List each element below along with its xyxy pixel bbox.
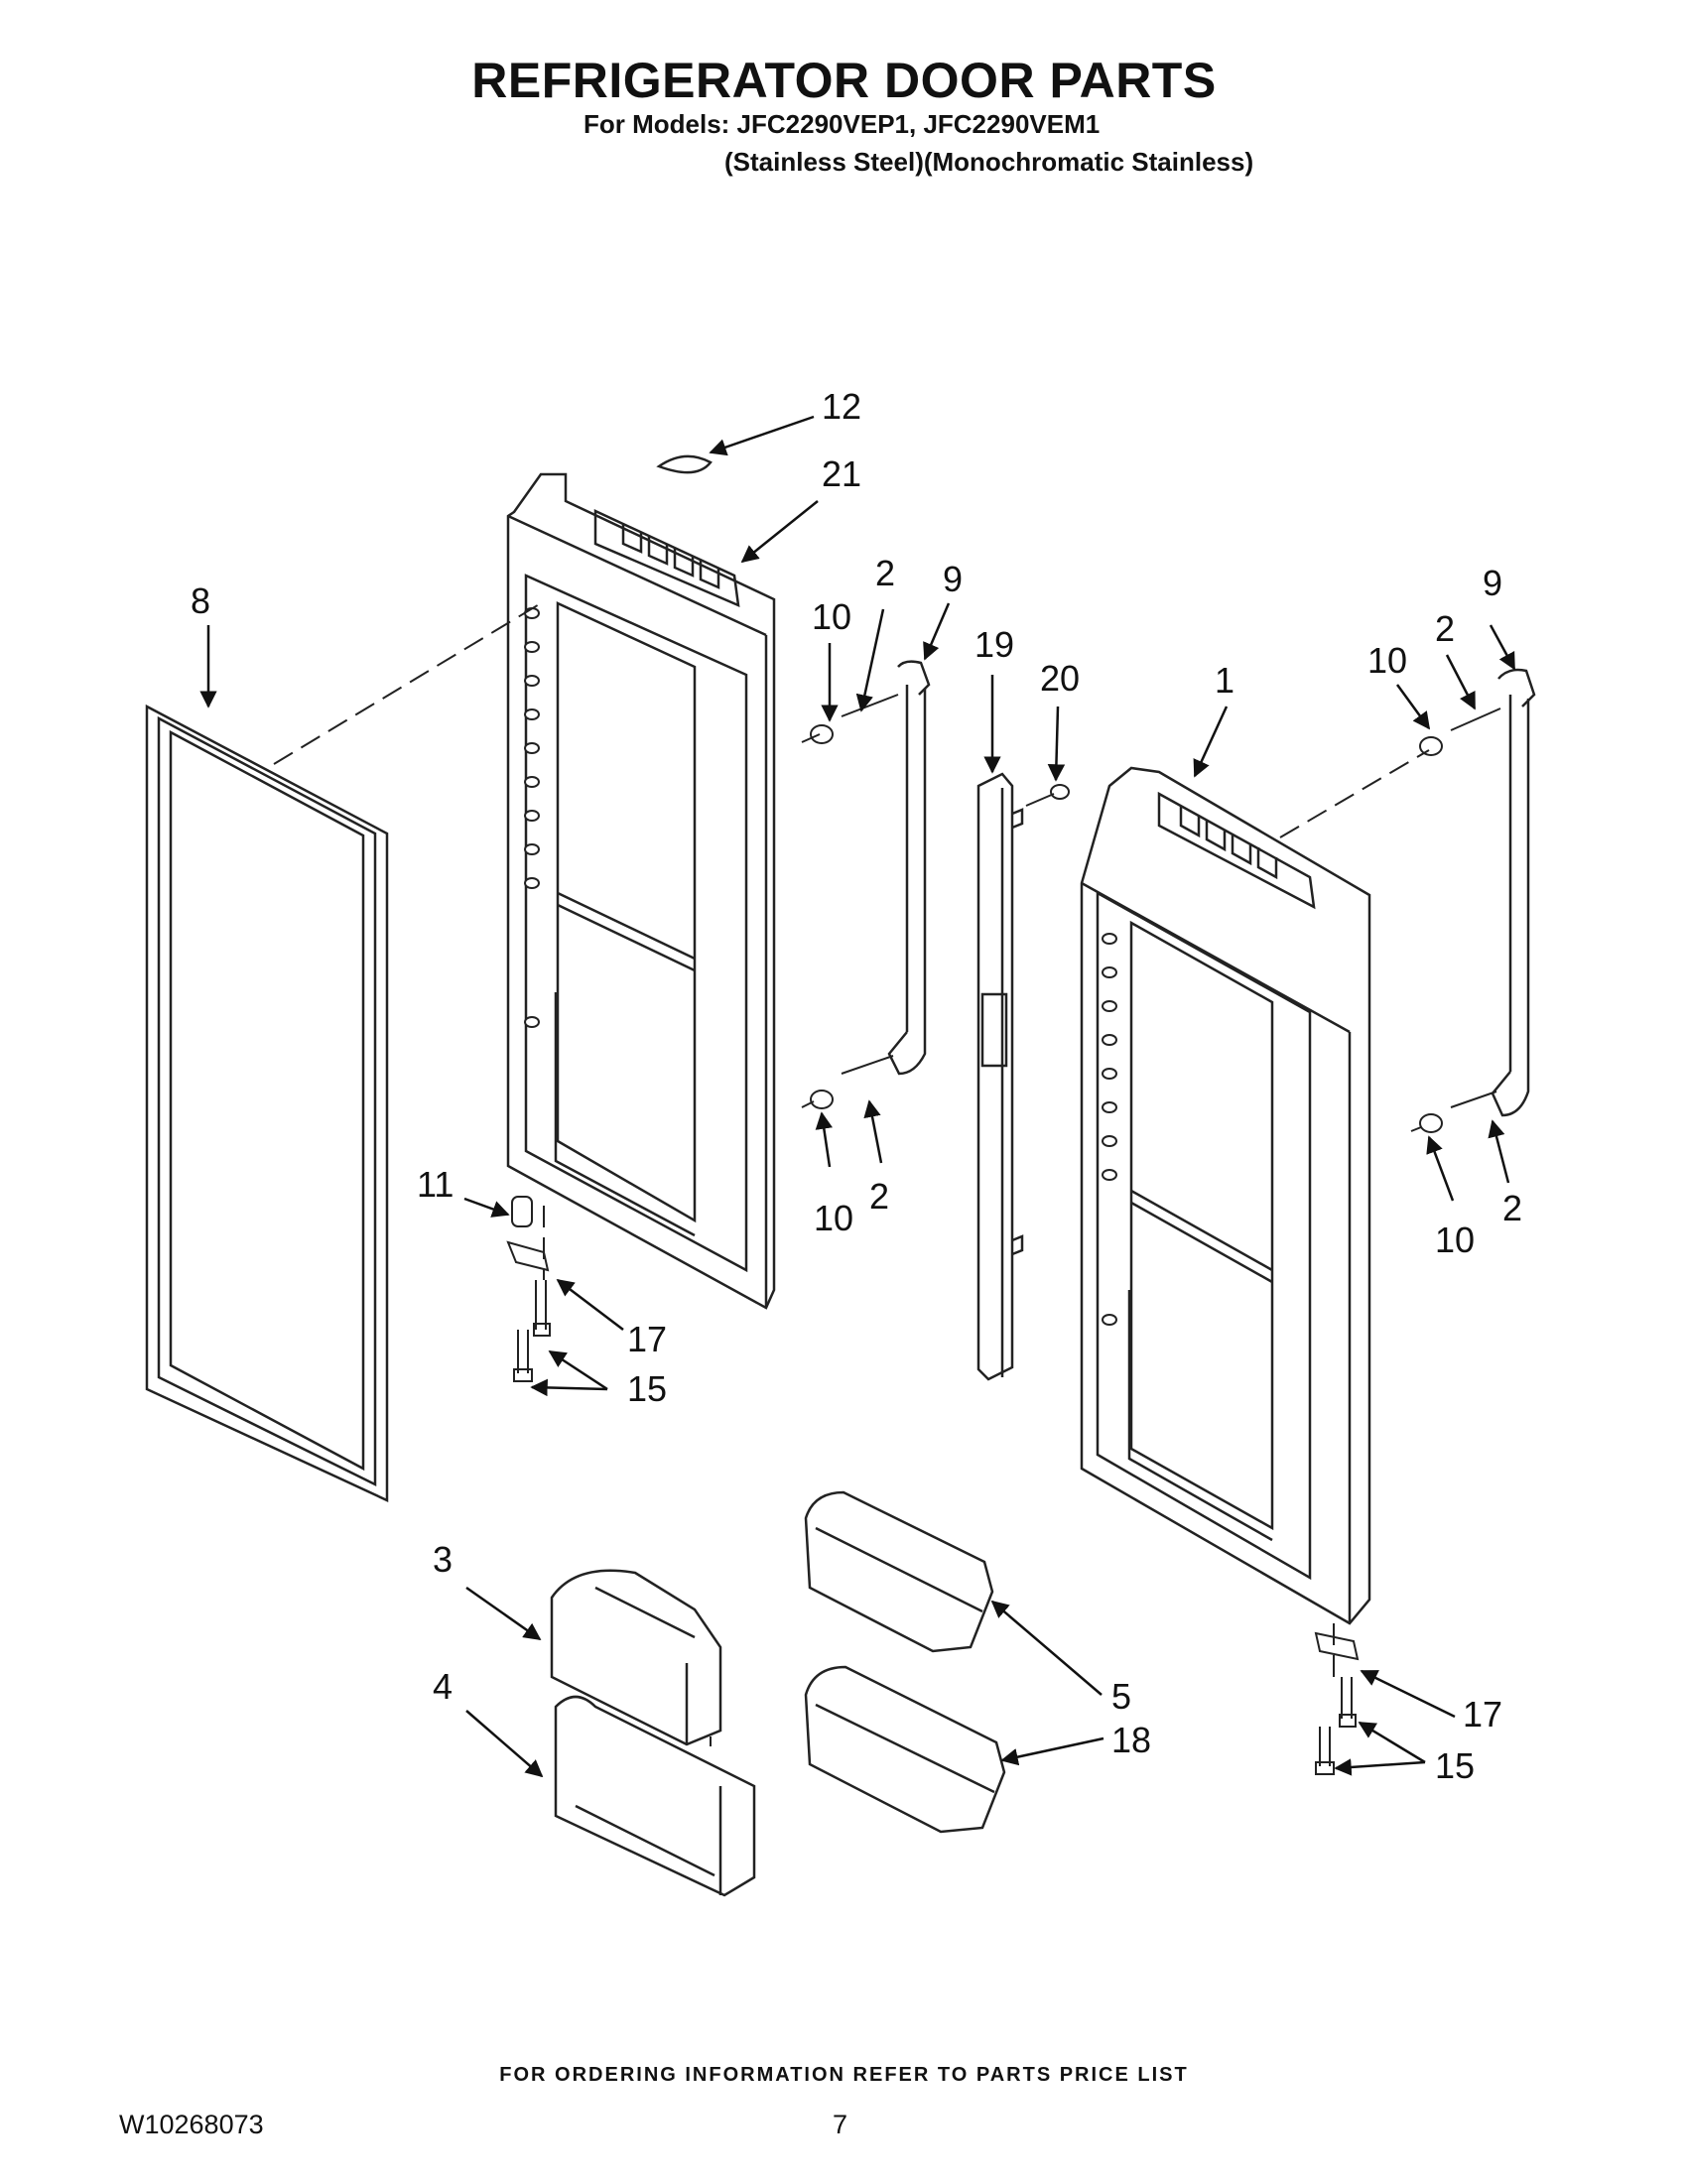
callout-10: 10	[1367, 640, 1407, 681]
callout-15: 15	[1435, 1745, 1475, 1786]
callout-2: 2	[869, 1176, 889, 1217]
leader-arrows	[199, 415, 1516, 1778]
left-hinge-hardware	[506, 1196, 551, 1382]
callout-15: 15	[627, 1368, 667, 1409]
callout-9: 9	[1483, 563, 1502, 603]
callout-numbers: 12 21 8 10 2 9 19 20 1 10 2 9 11 10 2 17…	[191, 386, 1522, 1786]
callout-5: 5	[1111, 1676, 1131, 1717]
page-number: 7	[833, 2110, 848, 2139]
door-bin-lower	[804, 1665, 1006, 1834]
callout-17: 17	[1463, 1694, 1502, 1734]
model-finishes: (Stainless Steel)(Monochromatic Stainles…	[724, 147, 1254, 177]
left-door-handle	[887, 660, 931, 1076]
mullion-screw	[1025, 784, 1070, 807]
door-bin-upper	[804, 1490, 994, 1653]
right-hinge-hardware	[1314, 1631, 1360, 1775]
hinge-seal-part	[656, 454, 713, 474]
callout-19: 19	[974, 624, 1014, 665]
callout-18: 18	[1111, 1720, 1151, 1760]
callout-2: 2	[1502, 1188, 1522, 1228]
callout-10: 10	[1435, 1220, 1475, 1260]
callout-2: 2	[875, 553, 895, 593]
door-mullion	[976, 772, 1024, 1381]
right-liner-bin-clips	[1102, 933, 1117, 1326]
callout-12: 12	[822, 386, 861, 427]
door-gasket	[145, 704, 389, 1502]
callout-4: 4	[433, 1666, 453, 1707]
callout-3: 3	[433, 1539, 453, 1580]
callout-10: 10	[812, 596, 851, 637]
dairy-bin	[554, 1695, 756, 1897]
callout-11: 11	[417, 1164, 454, 1205]
dairy-door	[550, 1569, 722, 1746]
callout-10: 10	[814, 1198, 853, 1238]
callout-8: 8	[191, 580, 210, 621]
callout-20: 20	[1040, 658, 1080, 699]
callout-2: 2	[1435, 608, 1455, 649]
ordering-note: FOR ORDERING INFORMATION REFER TO PARTS …	[499, 2064, 1189, 2086]
alignment-lines	[273, 602, 1430, 1746]
left-handle-screws-spacers	[810, 694, 899, 1109]
callout-9: 9	[943, 559, 963, 599]
left-door-liner	[506, 472, 776, 1310]
right-door-liner	[1080, 766, 1371, 1625]
right-door-handle	[1491, 668, 1536, 1117]
model-numbers: For Models: JFC2290VEP1, JFC2290VEM1	[584, 109, 1101, 139]
document-number: W10268073	[119, 2110, 264, 2139]
callout-21: 21	[822, 453, 861, 494]
callout-17: 17	[627, 1319, 667, 1359]
page-title: REFRIGERATOR DOOR PARTS	[471, 53, 1217, 108]
right-handle-screws-spacers	[1419, 707, 1501, 1133]
callout-1: 1	[1215, 660, 1234, 701]
